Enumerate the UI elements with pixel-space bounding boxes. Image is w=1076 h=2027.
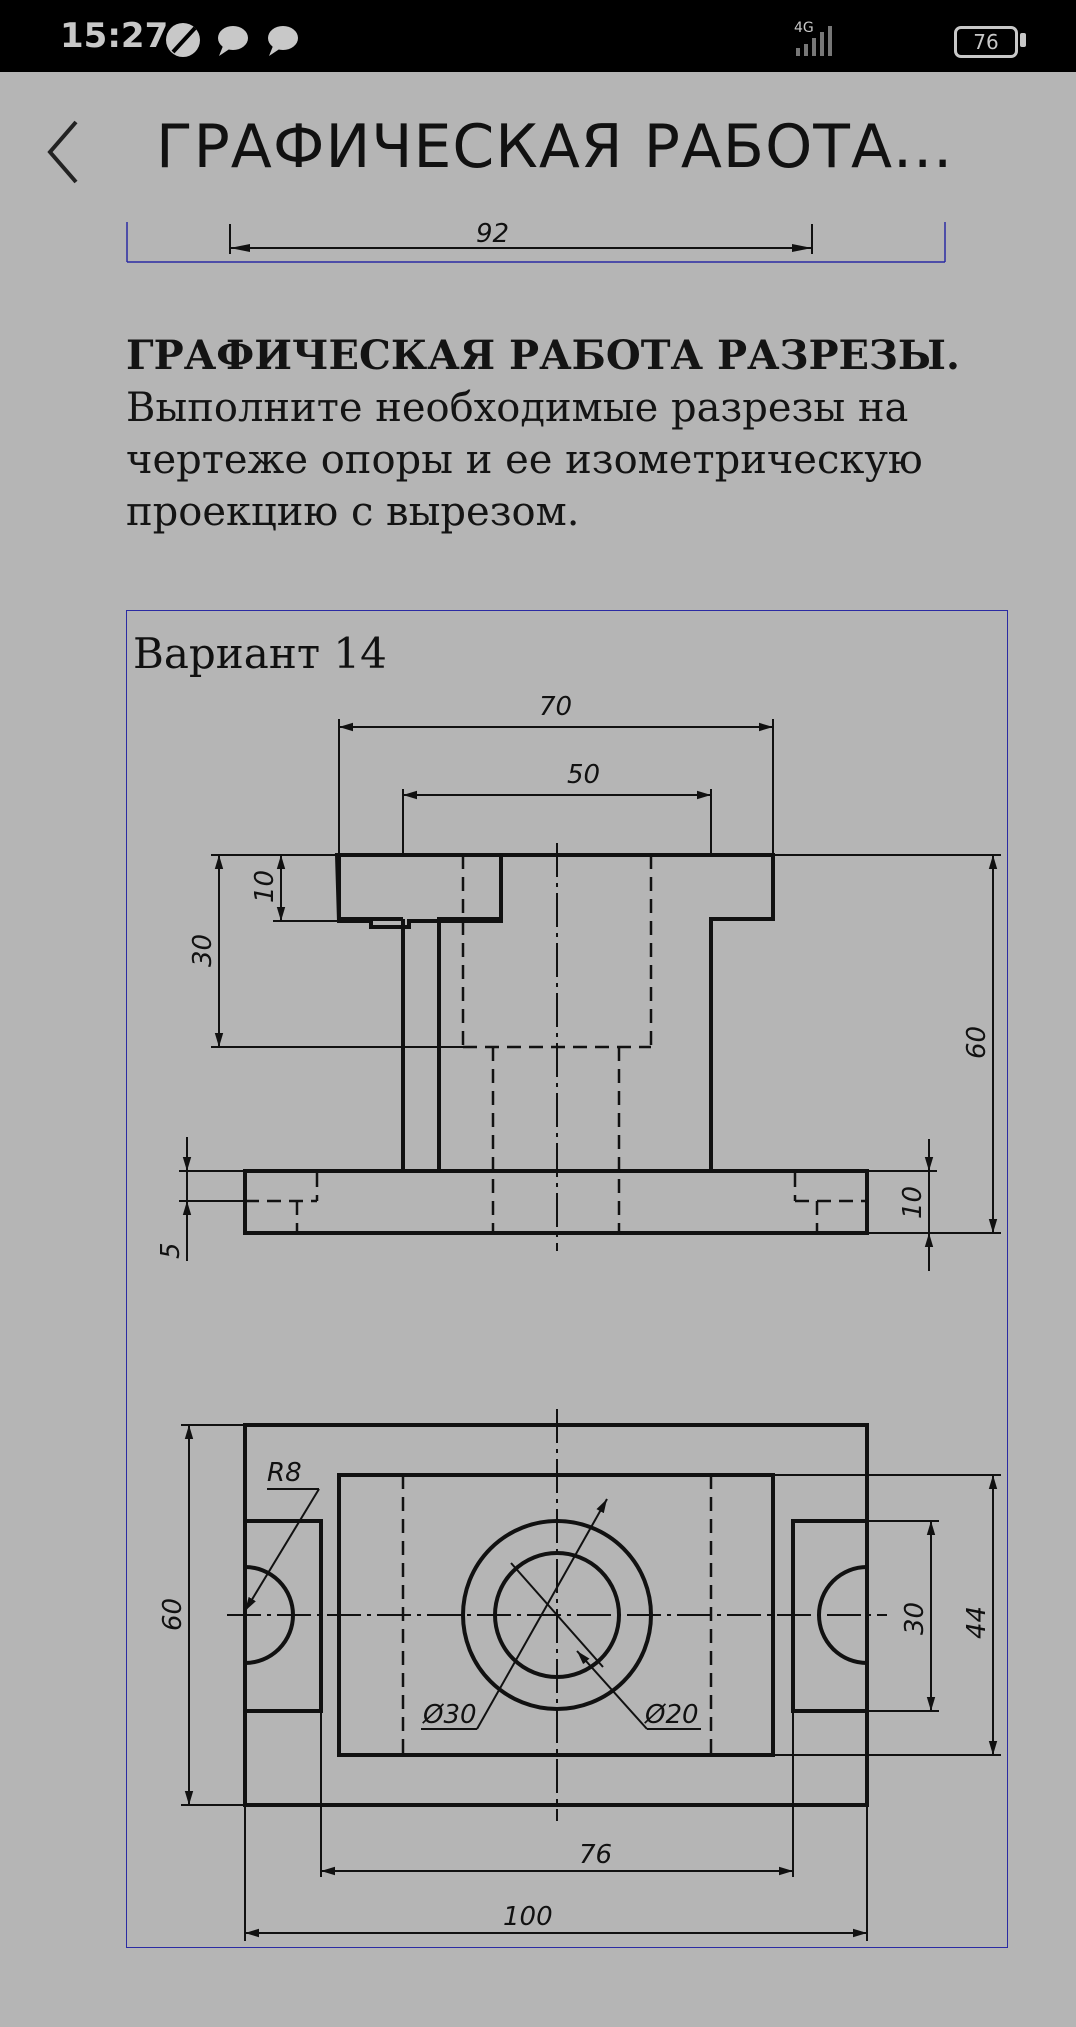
chat-bubble-icon xyxy=(268,26,298,56)
top-dimensions xyxy=(181,1424,1001,1941)
dim-60-front: 60 xyxy=(962,1026,992,1059)
back-arrow-icon[interactable] xyxy=(40,112,90,192)
top-dimension-labels: R8 60 30 44 Ø30 Ø20 76 100 xyxy=(158,1458,992,1932)
app-bar: ГРАФИЧЕСКАЯ РАБОТА... xyxy=(0,72,1076,222)
front-dimensions xyxy=(179,719,1001,1271)
front-view xyxy=(243,843,869,1251)
article-body: Выполните необходимые разрезы на чертеже… xyxy=(126,385,923,535)
technical-drawing: 70 50 10 30 60 5 10 xyxy=(156,692,1001,1941)
signal-icon: 4G xyxy=(794,20,832,56)
dim-100: 100 xyxy=(503,1902,553,1932)
dim-phi30: Ø30 xyxy=(422,1700,477,1730)
variant-label: Вариант 14 xyxy=(133,629,387,678)
dim-30-top: 30 xyxy=(900,1602,930,1635)
status-time: 15:27 xyxy=(60,16,169,56)
battery-icon: 76 xyxy=(954,26,1018,58)
page-title: ГРАФИЧЕСКАЯ РАБОТА... xyxy=(156,112,954,182)
dim-50: 50 xyxy=(567,760,600,790)
compass-icon xyxy=(166,23,200,57)
status-bar: 15:27 4G 76 xyxy=(0,0,1076,72)
dim-76: 76 xyxy=(579,1840,612,1870)
dim-60-top: 60 xyxy=(158,1598,188,1631)
notification-icons xyxy=(166,23,298,57)
dim-10-base: 10 xyxy=(898,1186,928,1219)
chat-bubble-icon xyxy=(218,26,248,56)
drawing-figure: Вариант 14 xyxy=(126,610,1008,1948)
dimension-label: 92 xyxy=(476,222,509,249)
article-heading: ГРАФИЧЕСКАЯ РАБОТА РАЗРЕЗЫ. xyxy=(126,332,960,379)
dim-44: 44 xyxy=(962,1606,992,1639)
dim-70: 70 xyxy=(539,692,572,722)
dim-r8: R8 xyxy=(267,1458,302,1488)
previous-figure-fragment: 92 xyxy=(126,222,946,263)
front-outline xyxy=(334,853,503,929)
dim-phi20: Ø20 xyxy=(644,1700,699,1730)
dim-30: 30 xyxy=(188,934,218,967)
network-type: 4G xyxy=(794,20,814,36)
battery-tip xyxy=(1020,33,1026,47)
dim-5: 5 xyxy=(156,1242,186,1259)
battery-level: 76 xyxy=(973,30,999,54)
dim-10-top: 10 xyxy=(250,870,280,903)
article-text: ГРАФИЧЕСКАЯ РАБОТА РАЗРЕЗЫ. Выполните не… xyxy=(126,330,986,538)
front-dimension-labels: 70 50 10 30 60 5 10 xyxy=(156,692,992,1259)
